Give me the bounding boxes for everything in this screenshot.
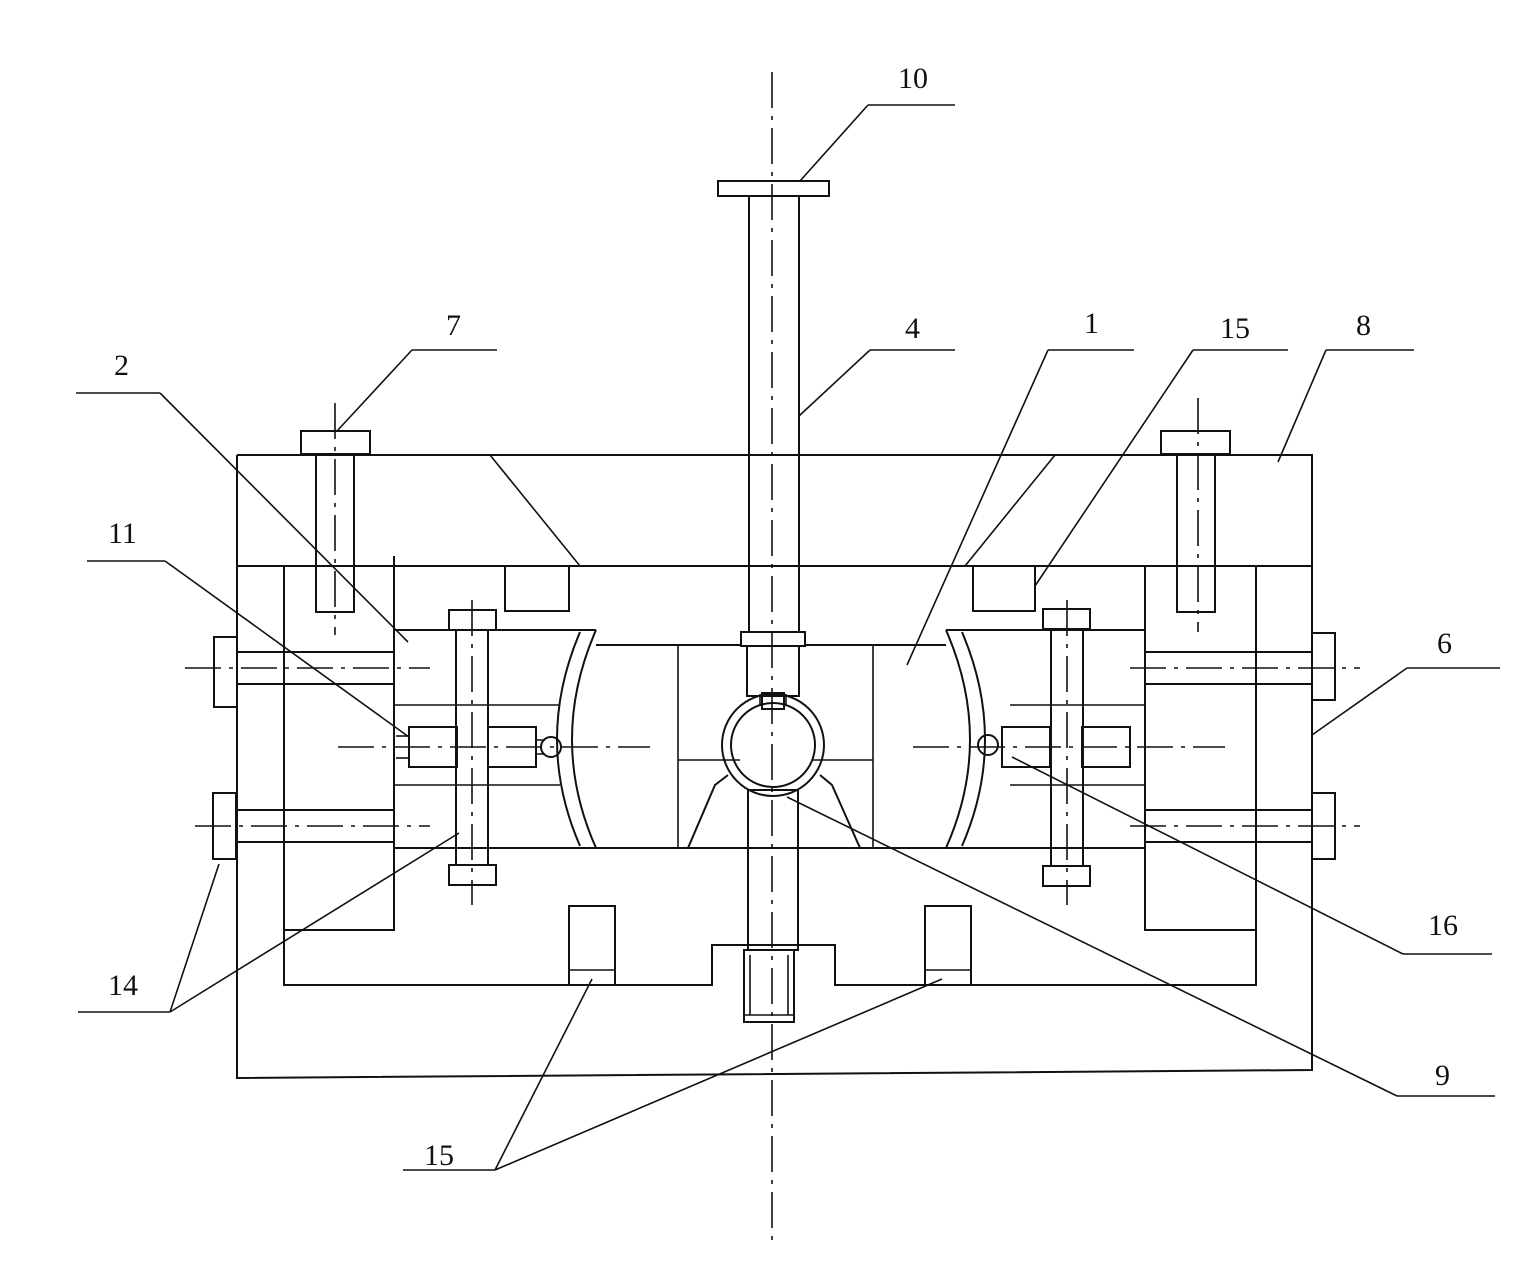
label-8: 8 <box>1356 309 1371 342</box>
left-cover-bolt <box>301 403 370 635</box>
inner-frame <box>284 566 1256 985</box>
left-pressure-screw <box>338 727 650 767</box>
label-4: 4 <box>905 312 920 345</box>
label-2: 2 <box>114 349 129 382</box>
label-10: 10 <box>898 62 928 95</box>
right-pressure-screw <box>913 727 1225 767</box>
label-14: 14 <box>108 969 138 1002</box>
central-shaft <box>718 181 829 1022</box>
label-1: 1 <box>1084 307 1099 340</box>
label-16: 16 <box>1428 909 1458 942</box>
label-11: 11 <box>108 517 137 550</box>
label-15-top: 15 <box>1220 312 1250 345</box>
label-6: 6 <box>1437 627 1452 660</box>
top-pads <box>505 566 1035 611</box>
right-clamp-block <box>946 566 1256 930</box>
label-15-bottom: 15 <box>424 1139 454 1172</box>
right-side-screws <box>1130 633 1360 859</box>
right-cover-bolt <box>1161 398 1230 632</box>
label-7: 7 <box>446 309 461 342</box>
label-9: 9 <box>1435 1059 1450 1092</box>
